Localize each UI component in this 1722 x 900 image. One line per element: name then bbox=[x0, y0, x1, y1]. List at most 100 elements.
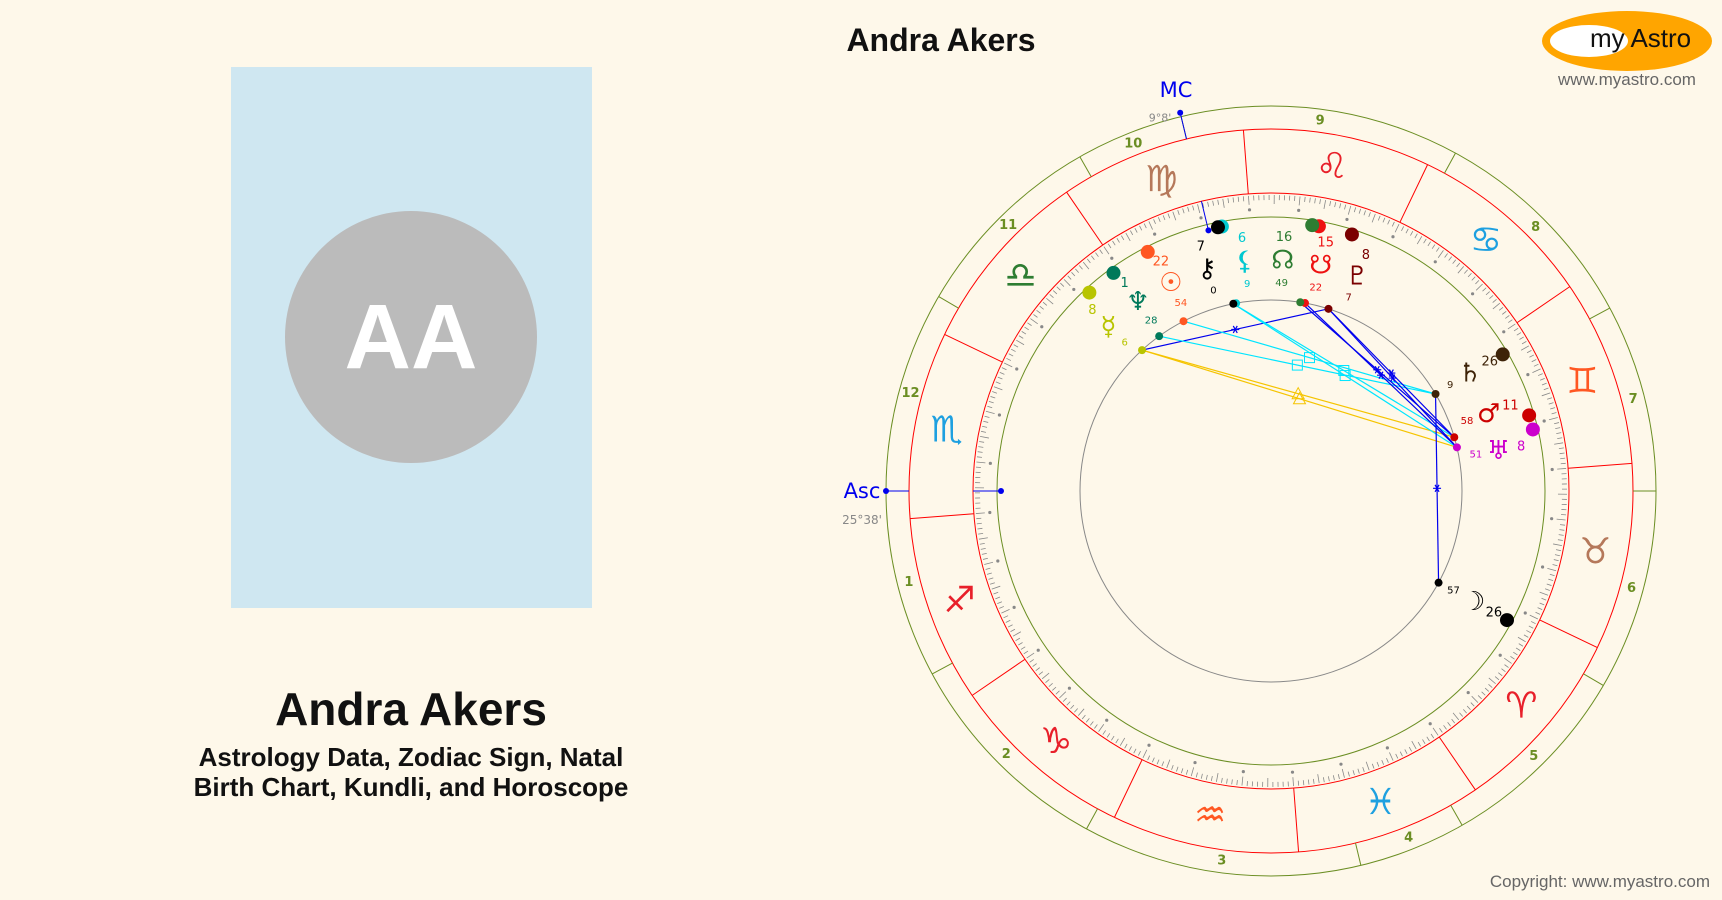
degree-tick bbox=[1411, 740, 1417, 750]
house-cusp bbox=[932, 662, 953, 675]
degree-tick bbox=[1226, 778, 1228, 784]
degree-dot bbox=[1502, 330, 1506, 334]
degree-tick bbox=[1157, 217, 1161, 223]
sign-boundary bbox=[1438, 736, 1476, 791]
mc-dot bbox=[1177, 109, 1184, 116]
degree-tick bbox=[1210, 775, 1213, 782]
degree-tick bbox=[1555, 549, 1562, 552]
degree-tick bbox=[1172, 211, 1177, 221]
degree-tick bbox=[1217, 199, 1220, 205]
degree-tick bbox=[989, 582, 995, 585]
degree-tick bbox=[1055, 690, 1060, 695]
moon-minutes: 57 bbox=[1447, 585, 1460, 596]
mc-axis-inner bbox=[1200, 201, 1209, 231]
degree-tick bbox=[1513, 651, 1518, 656]
degree-tick bbox=[1553, 559, 1559, 562]
planet-aspect-point-chiron bbox=[1229, 299, 1238, 308]
degree-tick bbox=[1001, 609, 1010, 614]
degree-tick bbox=[1161, 761, 1165, 767]
degree-tick bbox=[1408, 746, 1413, 752]
degree-tick bbox=[1153, 219, 1156, 225]
aspect-sextile-marker bbox=[1376, 371, 1385, 379]
sign-boundary bbox=[1113, 759, 1143, 818]
degree-tick bbox=[1459, 712, 1464, 717]
degree-tick bbox=[1526, 630, 1532, 634]
degree-tick bbox=[1062, 697, 1067, 702]
house-number: 6 bbox=[1627, 581, 1636, 596]
degree-tick bbox=[1416, 236, 1423, 245]
avatar: AA bbox=[285, 211, 537, 463]
degree-tick bbox=[982, 425, 988, 428]
myastro-logo[interactable]: my Astro bbox=[1542, 11, 1712, 71]
degree-tick bbox=[1317, 774, 1320, 784]
profile-photo-placeholder: AA bbox=[231, 67, 592, 608]
planet-marker-north-node bbox=[1305, 218, 1320, 233]
degree-dot bbox=[1542, 419, 1546, 423]
degree-tick bbox=[1039, 305, 1044, 310]
house-cusp bbox=[1355, 842, 1362, 866]
degree-tick bbox=[1531, 359, 1537, 363]
degree-tick bbox=[995, 381, 1001, 385]
degree-tick bbox=[1347, 771, 1350, 777]
sign-glyph-taurus-icon: ♉ bbox=[1579, 531, 1611, 572]
degree-tick bbox=[1081, 714, 1086, 720]
degree-dot bbox=[1199, 216, 1203, 220]
neptune-minutes: 28 bbox=[1145, 316, 1158, 327]
degree-dot bbox=[1526, 373, 1530, 377]
planet-aspect-point-mars bbox=[1450, 433, 1459, 442]
logo-text: my Astro bbox=[1590, 23, 1692, 53]
degree-tick bbox=[1205, 774, 1208, 780]
degree-tick bbox=[1363, 210, 1366, 216]
degree-tick bbox=[1405, 228, 1409, 234]
degree-dot bbox=[988, 510, 992, 515]
degree-tick bbox=[1067, 275, 1072, 280]
degree-tick bbox=[1519, 336, 1524, 340]
degree-tick bbox=[1528, 625, 1534, 629]
degree-tick bbox=[1116, 238, 1120, 243]
degree-tick bbox=[1554, 554, 1560, 557]
degree-tick bbox=[976, 456, 982, 458]
planet-aspect-point-saturn bbox=[1431, 390, 1440, 399]
house-number: 9 bbox=[1316, 113, 1325, 128]
degree-dot bbox=[996, 559, 1000, 563]
degree-ring bbox=[996, 216, 1546, 766]
degree-tick bbox=[1129, 230, 1134, 236]
mars-glyph-icon: ♂ bbox=[1477, 399, 1500, 429]
degree-tick bbox=[1231, 779, 1233, 785]
degree-tick bbox=[1142, 749, 1148, 759]
degree-tick bbox=[1125, 232, 1131, 242]
degree-tick bbox=[1107, 243, 1112, 249]
degree-tick bbox=[1477, 695, 1482, 700]
mars-minutes: 58 bbox=[1461, 416, 1474, 427]
degree-tick bbox=[1013, 344, 1019, 348]
degree-dot bbox=[1247, 208, 1252, 212]
degree-tick bbox=[1352, 770, 1355, 776]
degree-tick bbox=[979, 542, 985, 545]
site-link[interactable]: www.myastro.com bbox=[1558, 70, 1696, 89]
degree-tick bbox=[1292, 777, 1294, 787]
degree-tick bbox=[1533, 363, 1539, 367]
degree-dot bbox=[1153, 232, 1157, 236]
degree-tick bbox=[1539, 377, 1545, 381]
degree-dot bbox=[1067, 686, 1072, 690]
degree-tick bbox=[1457, 266, 1465, 274]
degree-tick bbox=[1439, 728, 1443, 733]
sign-glyph-pisces-icon: ♓ bbox=[1364, 782, 1396, 823]
aspect-sextile-marker bbox=[1387, 369, 1396, 377]
degree-tick bbox=[1426, 736, 1430, 742]
degree-dot bbox=[1345, 217, 1349, 222]
degree-tick bbox=[1074, 708, 1078, 713]
planet-aspect-point-uranus bbox=[1452, 443, 1461, 452]
degree-dot bbox=[1193, 760, 1197, 765]
degree-tick bbox=[1010, 628, 1016, 633]
planet-aspect-point-neptune bbox=[1155, 332, 1164, 341]
uranus-minutes: 51 bbox=[1469, 449, 1482, 460]
sign-boundary bbox=[1066, 191, 1104, 246]
degree-tick bbox=[1128, 746, 1132, 752]
degree-tick bbox=[1334, 202, 1337, 208]
degree-tick bbox=[1070, 704, 1075, 710]
house-cusp bbox=[1444, 152, 1456, 174]
degree-tick bbox=[1389, 752, 1394, 761]
copyright: Copyright: www.myastro.com bbox=[1489, 872, 1710, 891]
degree-tick bbox=[980, 547, 986, 550]
